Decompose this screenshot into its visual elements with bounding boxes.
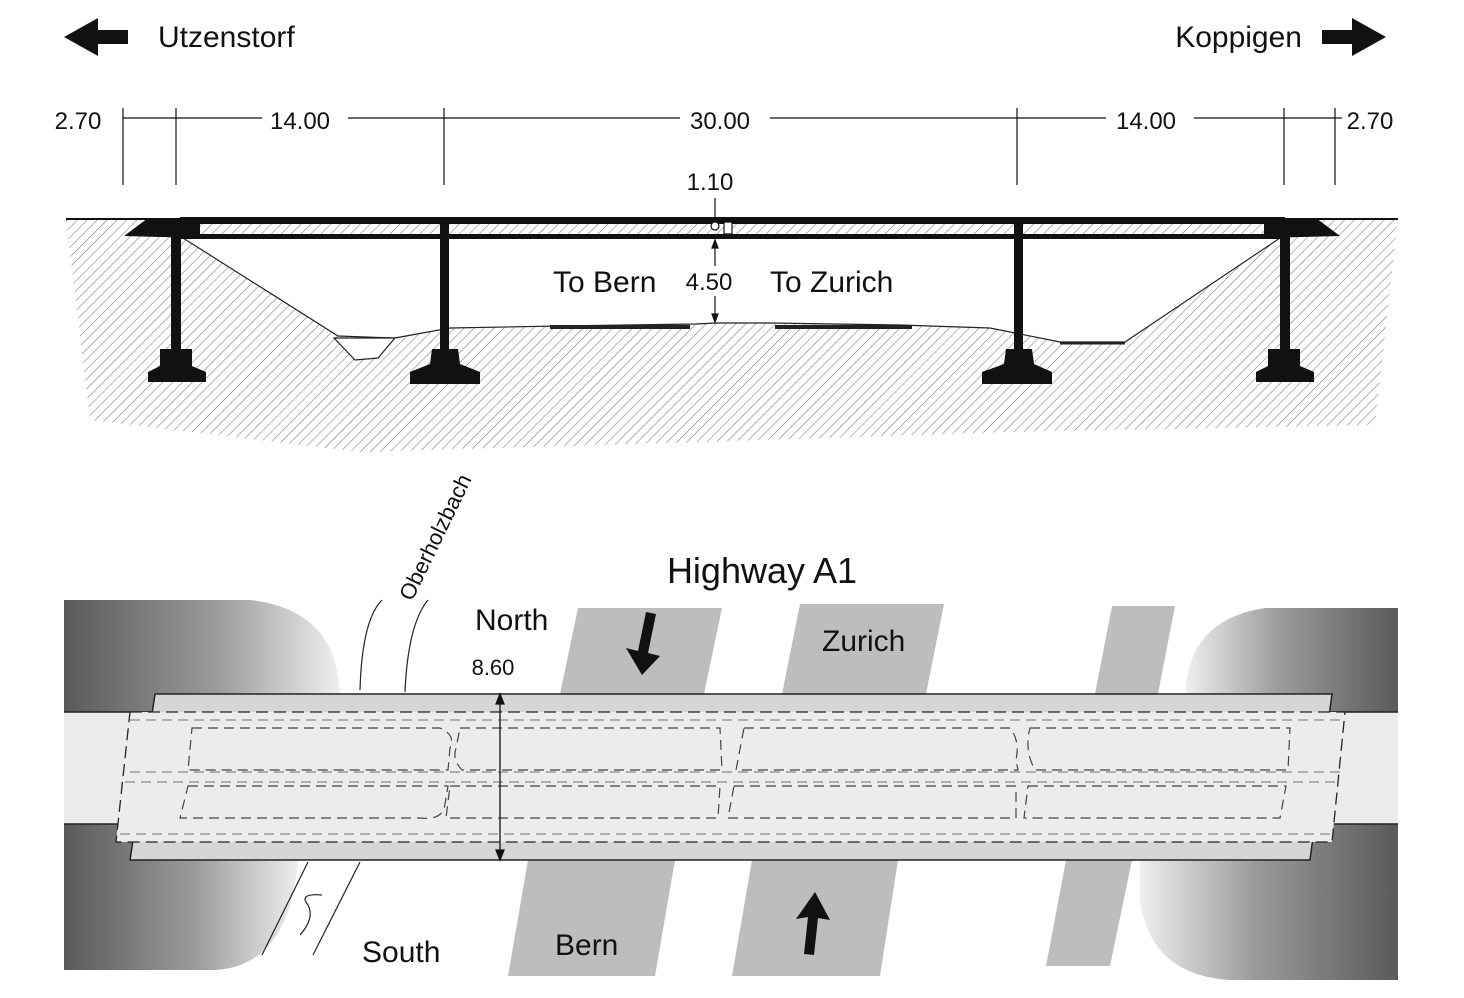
embankment-nw bbox=[64, 600, 340, 712]
span-label-4: 14.00 bbox=[1116, 108, 1176, 135]
arrow-north-icon bbox=[796, 892, 830, 955]
to-zurich-label: To Zurich bbox=[770, 266, 893, 299]
span-label-3: 30.00 bbox=[690, 108, 750, 135]
span-label-5: 2.70 bbox=[1347, 108, 1394, 135]
arrow-right-icon bbox=[1322, 18, 1386, 56]
bridge-width-label: 8.60 bbox=[472, 655, 515, 680]
direction-right: Koppigen bbox=[1175, 18, 1386, 56]
deck-depth-label: 1.10 bbox=[687, 169, 734, 196]
embankment-ne bbox=[1185, 608, 1398, 712]
to-bern-label: To Bern bbox=[553, 266, 656, 299]
north-label: North bbox=[475, 604, 548, 637]
span-dimensions bbox=[122, 108, 1342, 185]
south-label: South bbox=[362, 936, 440, 969]
direction-left: Utzenstorf bbox=[64, 18, 295, 56]
creek-section bbox=[332, 337, 397, 361]
highway-title: Highway A1 bbox=[667, 550, 857, 591]
deck-plan-inner bbox=[115, 711, 1346, 843]
clearance-label: 4.50 bbox=[686, 269, 733, 296]
direction-right-label: Koppigen bbox=[1175, 21, 1302, 54]
lane-zurich-label: Zurich bbox=[822, 625, 905, 658]
direction-left-label: Utzenstorf bbox=[158, 21, 295, 54]
embankment-se bbox=[1140, 824, 1398, 980]
stream-plan bbox=[261, 599, 429, 956]
span-label-1: 2.70 bbox=[55, 108, 102, 135]
stream-label: Oberholzbach bbox=[394, 470, 477, 604]
piers bbox=[148, 224, 1314, 384]
arrow-left-icon bbox=[64, 18, 128, 56]
arrow-south-icon bbox=[626, 612, 660, 675]
clearance-dimension bbox=[710, 198, 720, 324]
span-label-2: 14.00 bbox=[270, 108, 330, 135]
deck-cells bbox=[120, 719, 1345, 835]
width-dimension bbox=[495, 692, 505, 862]
lane-bern-label: Bern bbox=[555, 929, 618, 962]
